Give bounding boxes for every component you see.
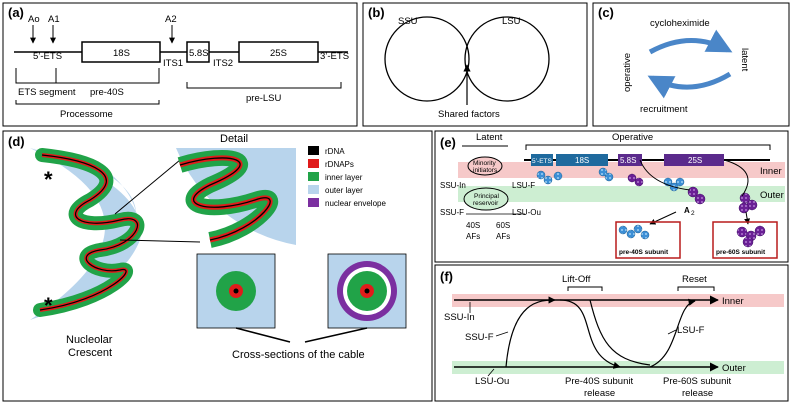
rel40-line1: Pre-40S subunit xyxy=(565,376,633,387)
panel-f: (f) Inner Outer Lift-Off Reset SSU-In SS… xyxy=(434,264,789,402)
cycle-bottom-label: recruitment xyxy=(640,104,688,115)
pre40s-label: pre-40S xyxy=(90,87,124,98)
bar-5ets xyxy=(531,154,553,166)
shared-factors-label: Shared factors xyxy=(438,109,500,120)
seg-18s: 18S xyxy=(113,48,130,59)
crescent-line2: Crescent xyxy=(68,347,112,359)
af60-line1: 60S xyxy=(496,221,510,230)
bar-58s-label: 5.8S xyxy=(620,156,636,165)
ssu-in-label-f: SSU-In xyxy=(444,312,475,323)
asterisk-top: * xyxy=(44,167,53,192)
panel-f-label: (f) xyxy=(440,269,453,284)
cycle-top-label: cycloheximide xyxy=(650,18,710,29)
panel-c: (c) cycloheximide recruitment operative … xyxy=(592,2,790,127)
a2-label: A xyxy=(684,206,690,215)
legend-envelope: nuclear envelope xyxy=(325,199,386,208)
pre60s-subunit-label: pre-60S subunit xyxy=(716,249,766,256)
site-ao: Ao xyxy=(28,14,40,25)
ets-segment-label: ETS segment xyxy=(18,87,76,98)
panel-e-label: (e) xyxy=(440,135,456,150)
pre60s-box xyxy=(712,221,778,259)
operative-label: Operative xyxy=(612,132,653,143)
initiators-label: initiators xyxy=(473,167,498,174)
bar-5ets-label: 5’-ETS xyxy=(532,158,553,165)
seg-58s: 5.8S xyxy=(189,48,209,59)
liftoff-label: Lift-Off xyxy=(562,274,591,285)
detail-label: Detail xyxy=(220,133,248,145)
pre40s-box xyxy=(615,221,681,259)
seg-its2: ITS2 xyxy=(213,58,233,69)
ssu-in-label-e: SSU-In xyxy=(440,181,466,190)
detail-rdna xyxy=(179,157,271,241)
ssu-circle xyxy=(384,16,470,102)
bar-25s xyxy=(664,154,724,166)
seg-3ets: 3’-ETS xyxy=(320,51,349,62)
panel-b: (b) SSU LSU Shared factors xyxy=(362,2,588,127)
seg-5ets: 5’-ETS xyxy=(33,51,62,62)
lsu-ou-label-e: LSU-Ou xyxy=(512,208,541,217)
panel-d-label: (d) xyxy=(8,134,25,149)
reset-label: Reset xyxy=(682,274,707,285)
crescent-line1: Nucleolar xyxy=(66,334,113,346)
lsu-f-label-f: LSU-F xyxy=(677,325,705,336)
inner-label-f: Inner xyxy=(722,296,744,307)
latent-label: Latent xyxy=(476,132,503,143)
nucleolar-crescent xyxy=(30,148,141,320)
a2-sub: 2 xyxy=(691,210,695,217)
seg-25s: 25S xyxy=(270,48,287,59)
pre40s-subunit-label: pre-40S subunit xyxy=(619,249,669,256)
cycle-arrow-top xyxy=(648,29,733,55)
principal-label: Principal xyxy=(474,193,499,200)
af40-line1: 40S xyxy=(466,221,480,230)
outer-label-e: Outer xyxy=(760,190,784,201)
seg-its1: ITS1 xyxy=(163,58,183,69)
asterisk-bottom: * xyxy=(44,293,53,318)
legend-rdnaps: rDNAPs xyxy=(325,160,354,169)
panel-a: (a) Ao A1 A2 5’-ETS 18S ITS1 5.8S ITS2 2… xyxy=(2,2,358,127)
rdna-cable xyxy=(39,154,138,311)
bar-18s xyxy=(556,154,608,166)
legend-swatch-rdnaps xyxy=(308,159,319,168)
lsu-circle xyxy=(464,16,550,102)
legend-swatch-rdna xyxy=(308,146,319,155)
legend-inner: inner layer xyxy=(325,173,363,182)
bar-58s xyxy=(618,154,642,166)
legend-swatch-inner xyxy=(308,172,319,181)
cycle-arrow-bottom xyxy=(647,71,732,99)
legend-swatch-outer xyxy=(308,185,319,194)
processome-label: Processome xyxy=(60,109,113,120)
ssu-f-label-e: SSU-F xyxy=(440,208,464,217)
panel-d: (d) * * Nucleolar Crescent Detail rDNA r… xyxy=(2,130,433,402)
prelsu-label: pre-LSU xyxy=(246,93,282,104)
panel-a-label: (a) xyxy=(8,5,24,20)
panel-e: (e) Inner Outer Latent Operative Minorit… xyxy=(434,130,789,263)
site-a2: A2 xyxy=(165,14,177,25)
cycle-left-label: operative xyxy=(622,53,633,92)
rel60-line1: Pre-60S subunit xyxy=(663,376,731,387)
legend-swatch-envelope xyxy=(308,198,319,207)
af60-line2: AFs xyxy=(496,232,510,241)
legend-outer: outer layer xyxy=(325,186,363,195)
cross-sections-label: Cross-sections of the cable xyxy=(232,349,365,361)
site-a1: A1 xyxy=(48,14,60,25)
lsu-label: LSU xyxy=(502,16,521,27)
inner-label-e: Inner xyxy=(760,166,782,177)
bar-18s-label: 18S xyxy=(575,156,589,165)
legend-rdna: rDNA xyxy=(325,147,345,156)
af40-line2: AFs xyxy=(466,232,480,241)
rel40-line2: release xyxy=(584,388,615,399)
ssu-f-label-f: SSU-F xyxy=(465,332,494,343)
bar-25s-label: 25S xyxy=(688,156,702,165)
rel60-line2: release xyxy=(682,388,713,399)
reservoir-label: reservoir xyxy=(473,200,499,207)
lsu-ou-label-f: LSU-Ou xyxy=(475,376,509,387)
minority-label: Minority xyxy=(473,160,497,167)
cycle-right-label: latent xyxy=(739,48,750,72)
panel-c-label: (c) xyxy=(598,5,614,20)
lsu-f-label-e: LSU-F xyxy=(512,181,535,190)
outer-label-f: Outer xyxy=(722,363,746,374)
ssu-label: SSU xyxy=(398,16,418,27)
panel-b-label: (b) xyxy=(368,5,385,20)
